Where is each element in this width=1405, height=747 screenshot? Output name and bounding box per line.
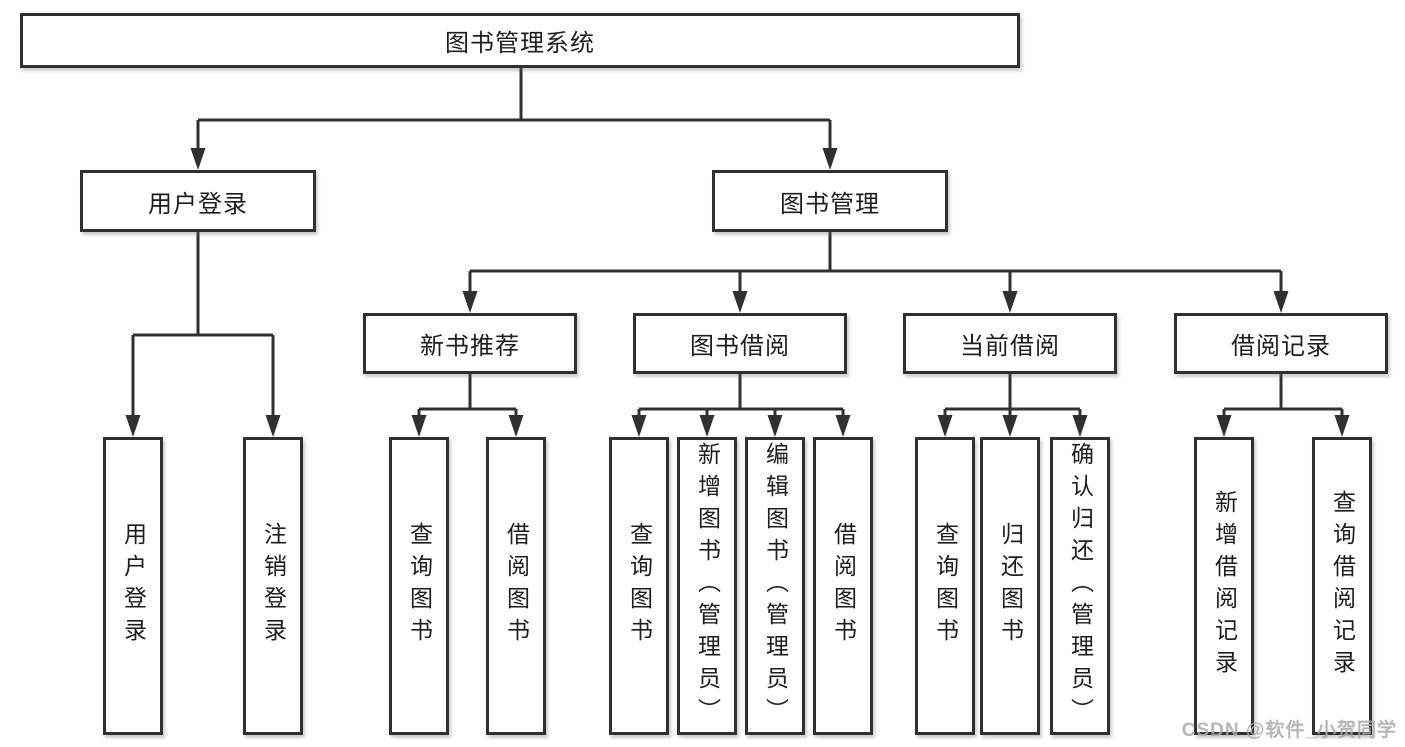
arrowhead	[265, 415, 281, 437]
arrowhead	[462, 291, 478, 313]
node-user-login: 用户登录	[80, 170, 316, 232]
leaf-add-borrow-record: 新增借阅记录	[1194, 437, 1254, 735]
leaf-query-books-recommend: 查询图书	[389, 437, 449, 735]
node-book-management: 图书管理	[712, 170, 948, 232]
arrowhead	[508, 415, 524, 437]
leaf-user-login: 用户登录	[103, 437, 163, 735]
arrowhead	[1002, 415, 1018, 437]
arrowhead	[1002, 291, 1018, 313]
arrowhead	[1216, 415, 1232, 437]
leaf-add-books-admin: 新增图书（管理员）	[677, 437, 737, 735]
arrowhead	[1072, 415, 1088, 437]
leaf-query-borrow-record: 查询借阅记录	[1312, 437, 1372, 735]
arrowhead	[835, 415, 851, 437]
node-new-book-recommend: 新书推荐	[363, 313, 577, 374]
arrowhead	[411, 415, 427, 437]
arrowhead	[631, 415, 647, 437]
arrowhead	[767, 415, 783, 437]
leaf-logout: 注销登录	[243, 437, 303, 735]
arrowhead	[699, 415, 715, 437]
arrowhead	[732, 291, 748, 313]
leaf-borrow-books: 借阅图书	[813, 437, 873, 735]
arrowhead	[937, 415, 953, 437]
arrowhead	[190, 148, 206, 170]
csdn-watermark: CSDN @软件_小贺同学	[1181, 720, 1397, 741]
leaf-edit-books-admin: 编辑图书（管理员）	[745, 437, 805, 735]
arrowhead	[1334, 415, 1350, 437]
arrowhead	[822, 148, 838, 170]
arrowhead	[1273, 291, 1289, 313]
node-borrow-records: 借阅记录	[1174, 313, 1388, 374]
node-current-borrow: 当前借阅	[903, 313, 1117, 374]
arrowhead	[125, 415, 141, 437]
leaf-query-books-borrow: 查询图书	[609, 437, 669, 735]
leaf-return-books: 归还图书	[980, 437, 1040, 735]
node-book-borrow: 图书借阅	[633, 313, 847, 374]
leaf-query-books-current: 查询图书	[915, 437, 975, 735]
node-library-management-system: 图书管理系统	[20, 13, 1020, 68]
leaf-confirm-return-admin: 确认归还（管理员）	[1050, 437, 1110, 735]
leaf-borrow-books-recommend: 借阅图书	[486, 437, 546, 735]
